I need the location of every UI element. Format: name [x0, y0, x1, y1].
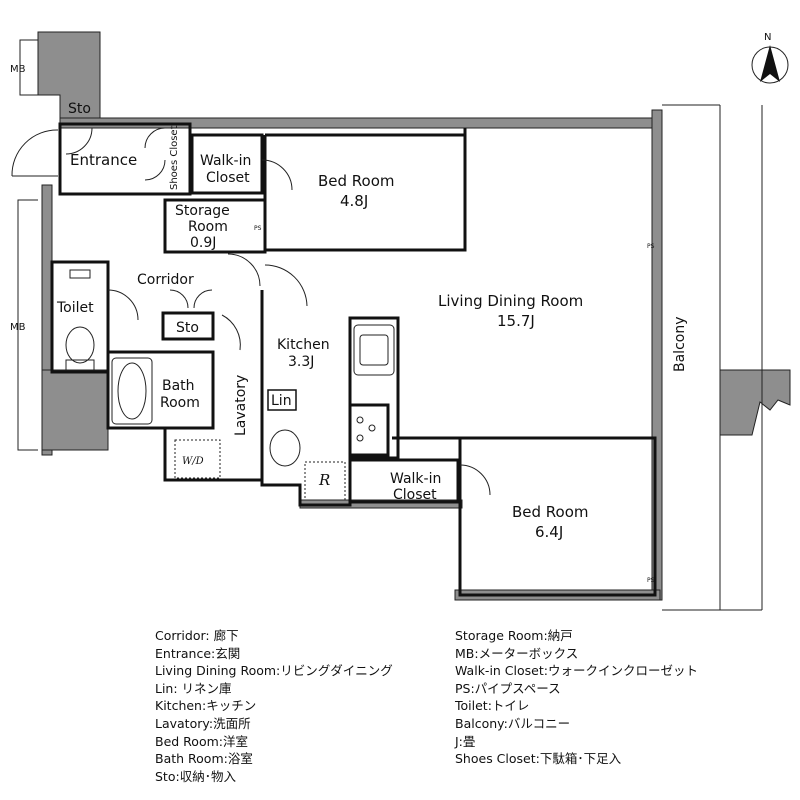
walkin-closet-1-label-b: Closet — [206, 170, 250, 186]
legend-item: Bed Room:洋室 — [155, 733, 248, 749]
legend-item: Living Dining Room:リビングダイニング — [155, 663, 393, 679]
bath-room-label: Bath — [162, 378, 195, 394]
legend-item: Corridor: 廊下 — [155, 628, 239, 643]
legend-item: MB:メーターボックス — [455, 645, 579, 661]
legend-item: PS:パイプスペース — [455, 680, 561, 696]
storage-room-label: Storage — [175, 203, 230, 219]
sto-mid-label: Sto — [176, 320, 199, 336]
legend-item: Balcony:バルコニー — [455, 715, 571, 731]
legend-item: Lin: リネン庫 — [155, 680, 232, 696]
legend-item: J:畳 — [455, 733, 476, 749]
sto-top-label: Sto — [68, 101, 91, 117]
walkin-closet-2-label-b: Closet — [393, 487, 437, 503]
bed-room-2-label: Bed Room — [512, 503, 589, 521]
storage-room-size: 0.9J — [190, 235, 216, 251]
lin-box — [267, 389, 297, 411]
lavatory-label: Lavatory — [233, 375, 249, 436]
lin-label: Lin — [271, 393, 292, 409]
legend-item: Sto:収納･物入 — [155, 768, 236, 784]
balcony-label: Balcony — [672, 317, 688, 373]
walkin-closet-2-label: Walk-in — [390, 471, 441, 487]
kitchen-size: 3.3J — [288, 354, 314, 370]
mb-left-label: MB — [10, 322, 26, 333]
legend-item: Lavatory:洗面所 — [155, 715, 251, 731]
ps-1-label: PS — [254, 225, 262, 232]
wd-label: W/D — [182, 456, 204, 467]
legend-item: Entrance:玄関 — [155, 645, 241, 661]
bath-room-label-b: Room — [160, 395, 200, 411]
legend-right: Storage Room:納戸 MB:メーターボックス Walk-in Clos… — [455, 627, 698, 768]
corridor-label: Corridor — [137, 272, 194, 288]
shoes-closet-label: Shoes Closet — [169, 125, 180, 190]
door-swings — [11, 127, 491, 496]
ps-2-label: PS — [647, 243, 655, 250]
bed-room-1-size: 4.8J — [340, 192, 368, 210]
ps-3-label: PS — [647, 577, 655, 584]
entrance-label: Entrance — [70, 151, 137, 169]
bed-room-2-size: 6.4J — [535, 523, 563, 541]
legend-item: Toilet:トイレ — [455, 698, 530, 714]
legend-item: Kitchen:キッチン — [155, 698, 257, 714]
compass-north: N — [764, 32, 771, 43]
legend-item: Shoes Closet:下駄箱･下足入 — [455, 751, 622, 767]
walls — [37, 31, 791, 601]
fridge-label: R — [318, 471, 330, 489]
legend-left: Corridor: 廊下 Entrance:玄関 Living Dining R… — [155, 627, 393, 785]
toilet-label: Toilet — [56, 300, 94, 316]
kitchen-label: Kitchen — [277, 337, 330, 353]
compass-icon: N — [751, 32, 789, 84]
walkin-closet-1-label: Walk-in — [200, 153, 251, 169]
legend-item: Bath Room:浴室 — [155, 751, 253, 767]
bed-room-1-label: Bed Room — [318, 172, 395, 190]
storage-room-label-b: Room — [188, 219, 228, 235]
floor-plan: N MB MB Sto Entrance Shoes Closet Walk-i… — [10, 31, 791, 611]
legend-item: Storage Room:納戸 — [455, 628, 573, 643]
mb-top-label: MB — [10, 64, 26, 75]
living-dining-room-size: 15.7J — [497, 312, 535, 330]
living-dining-room-label: Living Dining Room — [438, 292, 583, 310]
interior-walls — [50, 122, 657, 597]
legend-item: Walk-in Closet:ウォークインクローゼット — [455, 663, 698, 679]
fixtures — [17, 39, 763, 611]
